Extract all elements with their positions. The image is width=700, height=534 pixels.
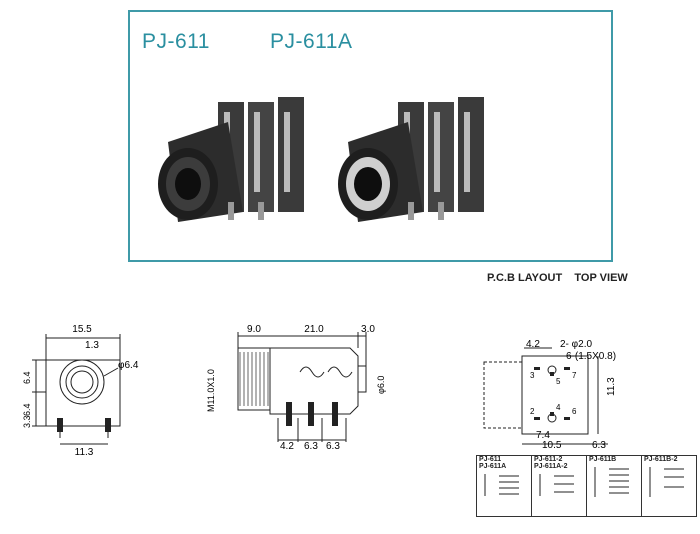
- variant-cell-pj611b-2: PJ-611B-2: [641, 455, 697, 517]
- jack-pj611a-contact-3: [458, 97, 484, 212]
- pcb-slot-4: [550, 412, 554, 416]
- side-view-thread: [237, 347, 271, 411]
- variant-label-pj611a: PJ-611A: [479, 463, 507, 470]
- side-pitch-3: 6.3: [326, 441, 340, 452]
- pcb-dim-height: 11.3: [606, 377, 617, 396]
- variant-label-pj611b-2: PJ-611B-2: [644, 456, 678, 463]
- pcb-slot-2: [534, 417, 540, 420]
- variant-cell-pj611b: PJ-611B: [586, 455, 642, 517]
- jack-pj611-illustration: [158, 97, 304, 222]
- pcb-layout-title: P.C.B LAYOUT TOP VIEW: [487, 272, 628, 284]
- pcb-layout-drawing: 4.2 2- φ2.0 6-(1.5X0.8) 11.3 7.4 10.5 6.…: [483, 339, 617, 450]
- pcb-slot-label: 6-(1.5X0.8): [566, 351, 616, 362]
- front-dim-pins: 11.3: [75, 447, 94, 458]
- pcb-dim-width: 10.5: [542, 440, 562, 450]
- model-label-pj611a: PJ-611A: [270, 30, 353, 53]
- schematic-pj611-2: [539, 474, 574, 496]
- front-dim-mid: 6.4: [22, 403, 32, 416]
- pcb-pin-5: 5: [556, 377, 561, 386]
- jack-pj611-contact-3: [278, 97, 304, 212]
- variant-label-pj611a-2: PJ-611A-2: [534, 463, 568, 470]
- pcb-pin-6: 6: [572, 407, 577, 416]
- front-dim-width: 15.5: [72, 324, 92, 335]
- jack-pj611a-illustration: [338, 97, 484, 222]
- pcb-pin-2: 2: [530, 407, 535, 416]
- pcb-dim-right: 6.3: [592, 440, 606, 450]
- variant-cell-pj611-2: PJ-611-2 PJ-611A-2: [531, 455, 587, 517]
- side-dim-rear: 3.0: [361, 324, 375, 335]
- pcb-pin-3: 3: [530, 371, 535, 380]
- pcb-dim-low-offset: 7.4: [536, 430, 550, 441]
- product-photo-frame: PJ-611 PJ-611A: [128, 10, 613, 262]
- front-view-outer-ring: [59, 359, 105, 405]
- side-view-rear: [357, 365, 367, 393]
- front-dim-offset: 1.3: [85, 340, 99, 351]
- front-view-drawing: 15.5 1.3 φ6.4 6.4 6.4 3.3 11.3: [22, 324, 139, 458]
- model-label-pj611: PJ-611: [142, 30, 210, 53]
- pcb-dim-top-offset: 4.2: [526, 339, 540, 350]
- side-dim-rear-dia: φ6.0: [376, 376, 386, 394]
- jack-pj611a-contact-2: [428, 102, 454, 212]
- variant-label-pj611-2: PJ-611-2: [534, 456, 563, 463]
- pcb-jack-outline: [483, 361, 523, 429]
- schematic-pj611b-2: [649, 467, 684, 497]
- schematic-pj611b: [594, 467, 629, 497]
- jack-pj611-contact-2: [248, 102, 274, 212]
- pcb-slot-3: [534, 367, 540, 370]
- variant-schematic-table: PJ-611 PJ-611A PJ-611-2 PJ-611A-2: [476, 455, 697, 517]
- pcb-slot-7: [564, 367, 570, 370]
- jack-photos: [158, 97, 484, 222]
- front-dim-top: 6.4: [22, 371, 32, 384]
- front-dim-low: 3.3: [22, 415, 32, 428]
- variant-label-pj611b: PJ-611B: [589, 456, 617, 463]
- variant-label-pj611: PJ-611: [479, 456, 502, 463]
- side-dim-body: 21.0: [304, 324, 324, 335]
- pcb-slot-6: [564, 417, 570, 420]
- jack-pj611-socket: [175, 168, 201, 200]
- pcb-pin-7: 7: [572, 371, 577, 380]
- pcb-slot-5: [550, 372, 554, 376]
- pcb-pin-4: 4: [556, 403, 561, 412]
- side-pitch-2: 6.3: [304, 441, 318, 452]
- side-dim-thread: 9.0: [247, 324, 261, 335]
- side-thread-label: M11.0X1.0: [206, 369, 216, 412]
- jack-pj611a-socket: [354, 167, 382, 201]
- side-pitch-1: 4.2: [280, 441, 294, 452]
- variant-cell-pj611: PJ-611 PJ-611A: [476, 455, 532, 517]
- front-dim-hole: φ6.4: [118, 360, 139, 371]
- side-view-body: [269, 347, 359, 415]
- schematic-pj611: [484, 474, 519, 496]
- side-view-drawing: 9.0 21.0 3.0 M11.0X1.0 φ6.0 4.2 6.3 6.3: [206, 324, 386, 452]
- pcb-hole-label: 2- φ2.0: [560, 339, 592, 350]
